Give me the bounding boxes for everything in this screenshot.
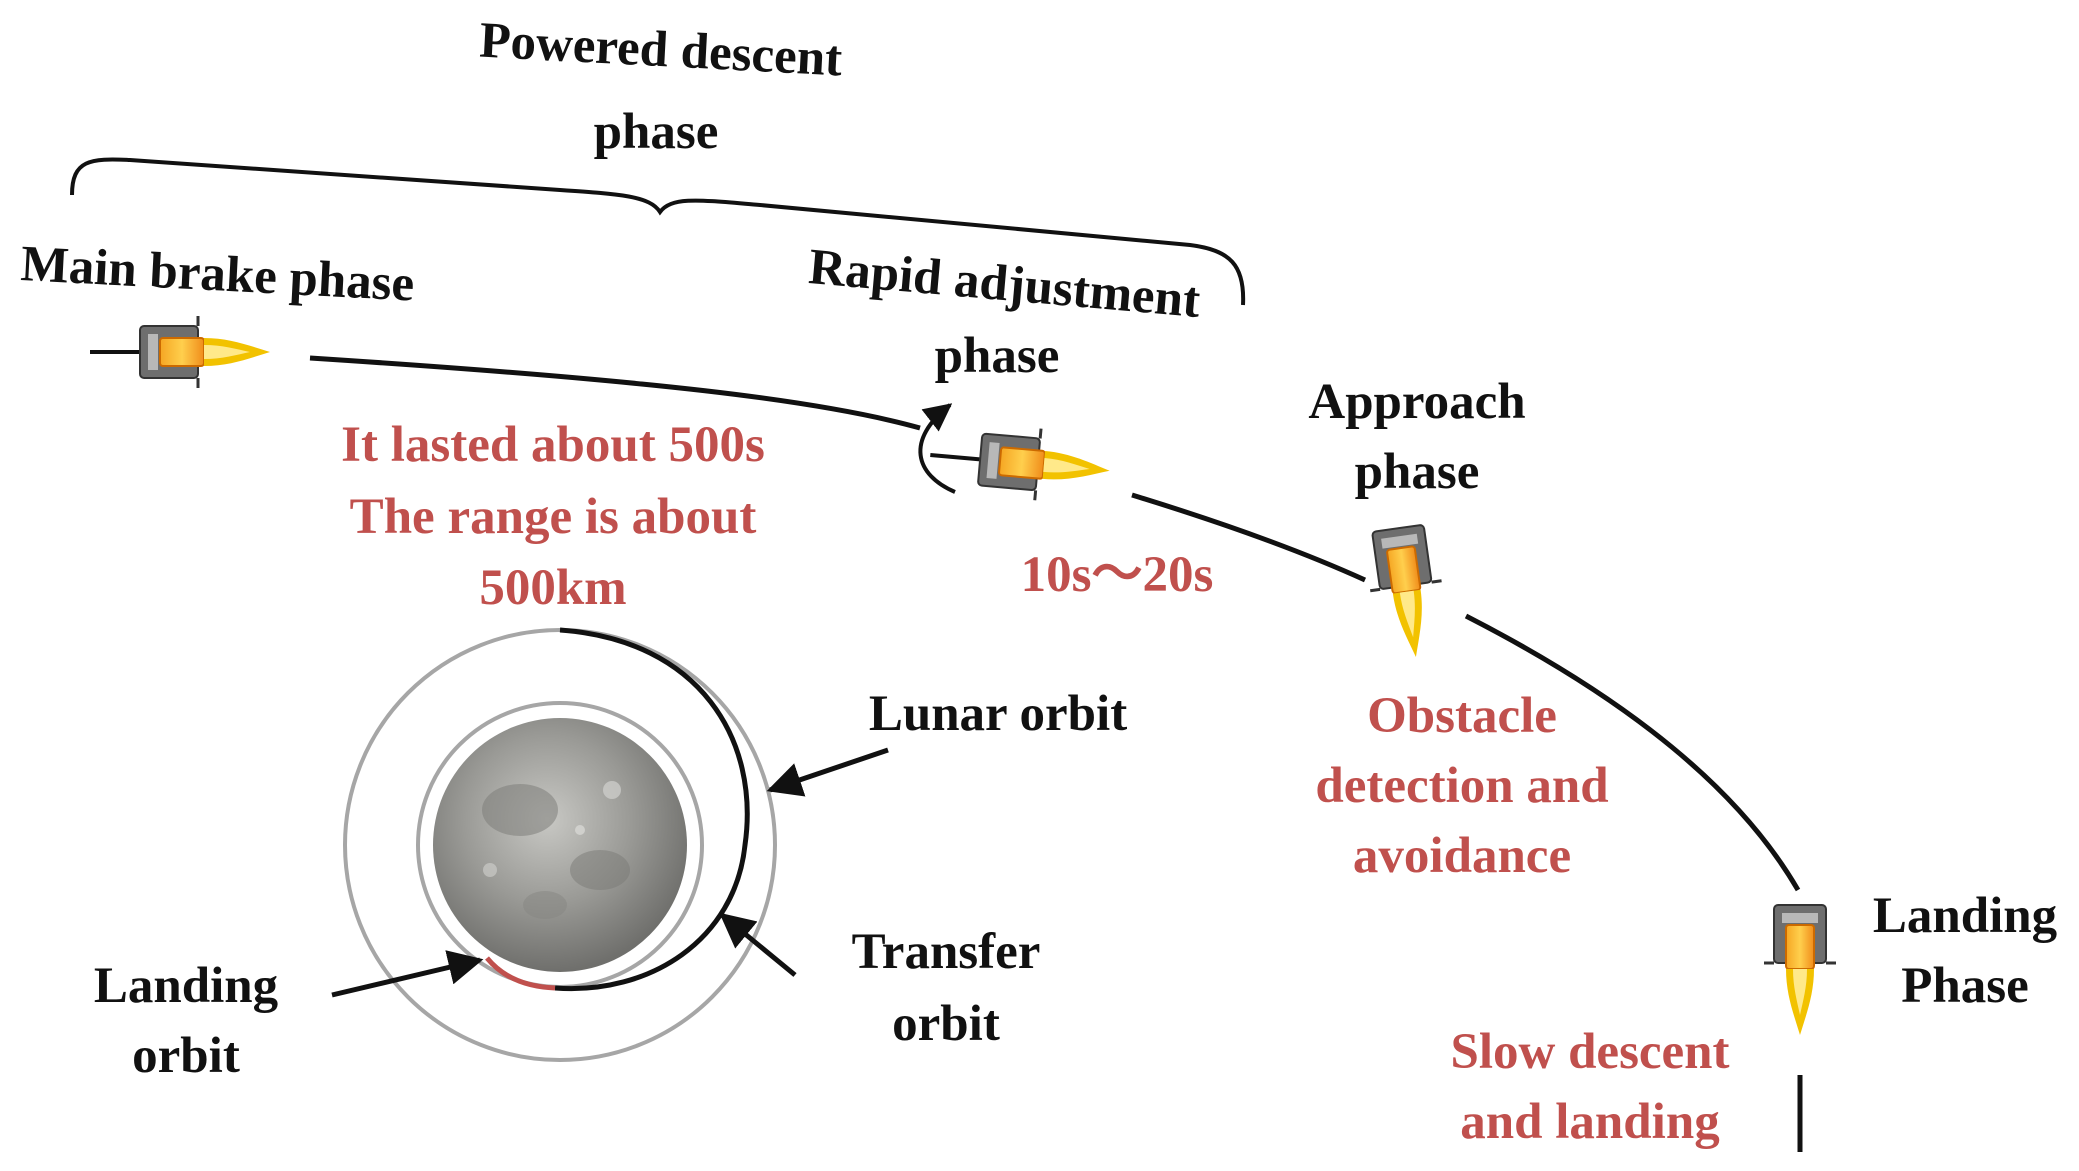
landing-note-line1: Slow descent [1450, 1024, 1729, 1080]
approach-note-line1: Obstacle [1367, 688, 1557, 744]
powered-descent-brace [70, 157, 1246, 306]
lander-icon [1762, 903, 1838, 1037]
landing-orbit-label-line1: Landing [94, 958, 278, 1014]
approach-label-line1: Approach [1308, 374, 1525, 430]
moon-system [343, 627, 777, 1062]
powered-descent-label-line1: Powered descent [478, 13, 844, 88]
landing-phase-label-line1: Landing [1873, 888, 2057, 944]
approach-note-line3: avoidance [1353, 828, 1571, 884]
main-brake-note-line3: 500km [479, 560, 626, 616]
main-brake-note-line1: It lasted about 500s [341, 417, 765, 473]
landing-note-line2: and landing [1460, 1094, 1719, 1150]
moon-icon [433, 718, 687, 972]
landing-orbit-label-line2: orbit [132, 1028, 240, 1084]
lander-icon [88, 314, 272, 390]
approach-note-line2: detection and [1315, 758, 1608, 814]
pointer-arrow-icon [766, 747, 889, 797]
rapid-adjustment-label-line1: Rapid adjustment [806, 239, 1202, 329]
powered-descent-label-line2: phase [594, 104, 719, 160]
lander-icon [925, 417, 1115, 509]
rapid-adjustment-label-line2: phase [935, 328, 1060, 384]
main-brake-label: Main brake phase [19, 236, 415, 313]
approach-label-line2: phase [1355, 444, 1480, 500]
transfer-orbit-label-line2: orbit [892, 996, 1000, 1052]
lunar-orbit-label: Lunar orbit [869, 686, 1127, 742]
descent-trajectory [309, 355, 1803, 1152]
landing-phase-label-line2: Phase [1901, 958, 2029, 1014]
lander-icon [1360, 521, 1454, 664]
pointer-arrow-icon [331, 950, 484, 998]
landing-orbit-arc [485, 956, 556, 991]
pointer-arrow-icon [719, 912, 797, 977]
rapid-adjustment-note: 10s～20s [1021, 547, 1214, 603]
transfer-orbit-path [554, 627, 750, 992]
transfer-orbit-label-line1: Transfer [852, 924, 1041, 980]
main-brake-note-line2: The range is about [350, 489, 757, 545]
rotation-arrow-icon [918, 403, 956, 494]
